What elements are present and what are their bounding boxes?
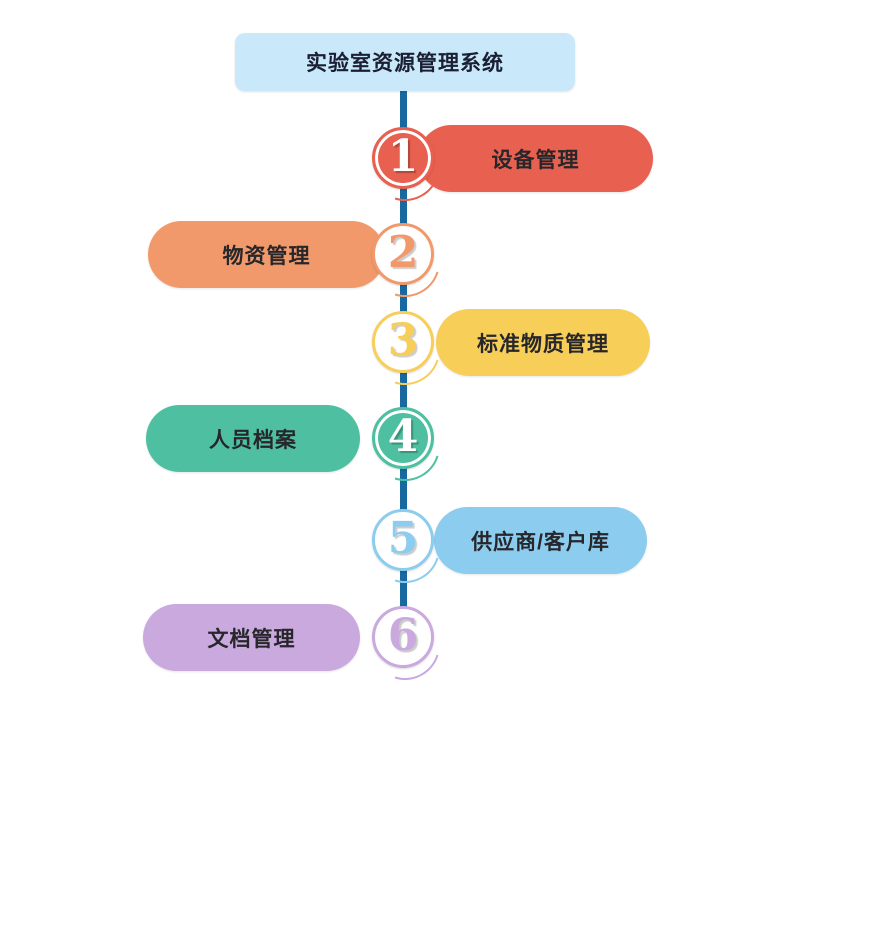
item-number: 2: [387, 227, 419, 278]
item-number: 3: [387, 315, 419, 366]
diagram-title-text: 实验室资源管理系统: [306, 52, 504, 75]
item-label: 标准物质管理: [477, 332, 609, 356]
item-label: 文档管理: [207, 627, 296, 651]
item-number-badge: 5: [372, 509, 434, 571]
item-pill: 文档管理: [143, 604, 360, 671]
item-number-badge: 4: [372, 407, 434, 469]
item-label: 供应商/客户库: [471, 530, 610, 554]
item-number-badge: 6: [372, 606, 434, 668]
item-label: 物资管理: [222, 244, 311, 268]
item-label: 设备管理: [491, 148, 580, 172]
item-pill: 供应商/客户库: [434, 507, 647, 574]
item-number: 6: [387, 610, 419, 661]
item-pill: 物资管理: [148, 221, 385, 288]
diagram-title: 实验室资源管理系统: [235, 33, 575, 91]
item-pill: 标准物质管理: [436, 309, 650, 376]
item-number-badge: 1: [372, 127, 434, 189]
item-label: 人员档案: [209, 428, 297, 452]
item-pill: 设备管理: [418, 125, 653, 192]
item-number-badge: 3: [372, 311, 434, 373]
item-pill: 人员档案: [146, 405, 360, 472]
item-number: 4: [387, 411, 419, 462]
item-number-badge: 2: [372, 223, 434, 285]
item-number: 5: [387, 513, 419, 564]
item-number: 1: [387, 131, 419, 182]
